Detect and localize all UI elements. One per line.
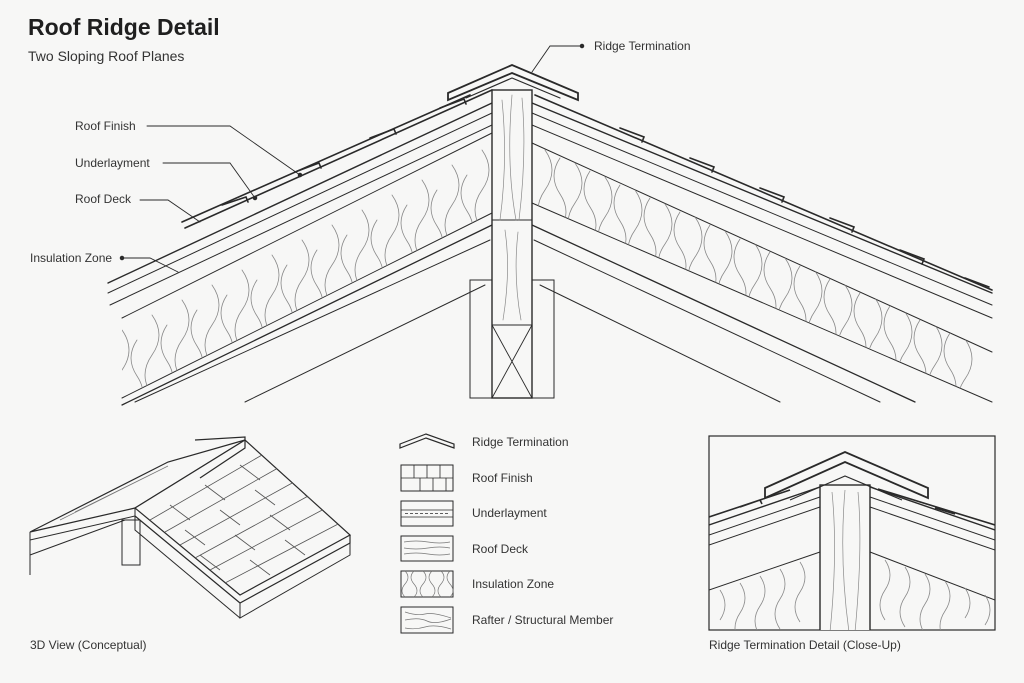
page-subtitle: Two Sloping Roof Planes: [28, 48, 185, 64]
callout-roof-deck: Roof Deck: [75, 192, 132, 206]
caption-closeup: Ridge Termination Detail (Close-Up): [709, 638, 901, 652]
legend-symbol-ridge: [399, 433, 455, 449]
page-title: Roof Ridge Detail: [28, 14, 220, 40]
legend-symbol-deck: [400, 535, 454, 562]
callout-ridge-termination: Ridge Termination: [594, 39, 691, 53]
right-roof-finish: [534, 94, 993, 291]
callout-underlayment: Underlayment: [75, 156, 150, 170]
main-section-view: [107, 43, 993, 406]
ridge-post: [469, 89, 555, 399]
left-roof-finish: [181, 89, 493, 229]
right-roof-plane: [531, 94, 993, 403]
legend-symbol-rafter: [400, 606, 454, 634]
callout-roof-finish: Roof Finish: [75, 119, 136, 133]
legend-label-underlayment: Underlayment: [472, 506, 547, 520]
legend-symbol-insulation: [400, 570, 454, 598]
legend-symbols: [399, 433, 455, 634]
ridge-cap: [447, 64, 579, 102]
caption-3d-view: 3D View (Conceptual): [30, 638, 147, 652]
callout-insulation-zone: Insulation Zone: [30, 251, 113, 265]
left-roof-plane: [107, 89, 493, 406]
ridge-closeup-detail: [708, 435, 996, 631]
right-insulation: [537, 149, 973, 402]
legend-label-ridge: Ridge Termination: [472, 435, 569, 449]
legend-label-insulation: Insulation Zone: [472, 577, 555, 591]
legend-label-finish: Roof Finish: [472, 471, 533, 485]
left-insulation: [122, 149, 490, 398]
legend-symbol-underlayment: [400, 500, 454, 527]
legend-label-rafter: Rafter / Structural Member: [472, 613, 614, 627]
legend-label-deck: Roof Deck: [472, 542, 529, 556]
legend-symbol-finish: [400, 464, 454, 492]
conceptual-3d-view: [29, 436, 352, 619]
callout-leaders: [119, 43, 585, 273]
